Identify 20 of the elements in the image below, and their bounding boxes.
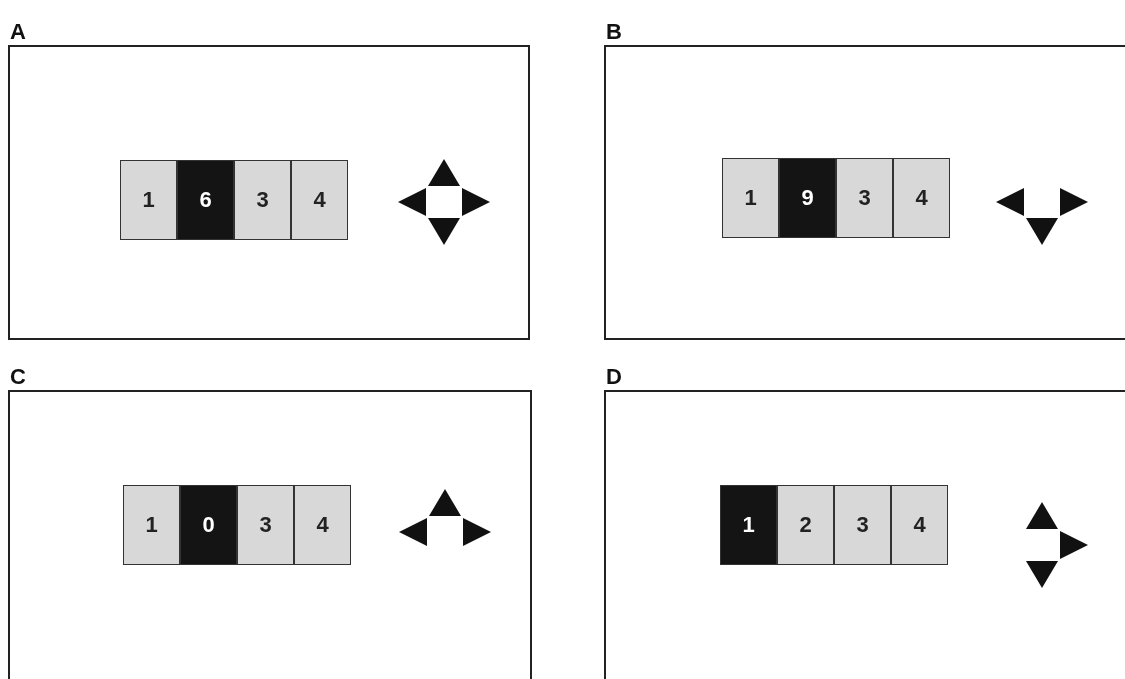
panel-label: B [606,20,622,44]
panel-label: A [10,20,26,44]
digit-cell: 1 [722,158,779,238]
digit-cell: 2 [777,485,834,565]
digit-cell: 4 [893,158,950,238]
highlighted-digit-cell: 9 [779,158,836,238]
digit-cell: 4 [291,160,348,240]
highlighted-digit-cell: 1 [720,485,777,565]
highlighted-digit-cell: 0 [180,485,237,565]
panel-label: D [606,365,622,389]
digit-cell: 4 [294,485,351,565]
digit-cell: 4 [891,485,948,565]
digit-cell: 3 [237,485,294,565]
digit-cell: 3 [834,485,891,565]
panel-label: C [10,365,26,389]
highlighted-digit-cell: 6 [177,160,234,240]
digit-cell: 1 [120,160,177,240]
digit-cell: 3 [234,160,291,240]
digit-cell: 1 [123,485,180,565]
digit-cell: 3 [836,158,893,238]
